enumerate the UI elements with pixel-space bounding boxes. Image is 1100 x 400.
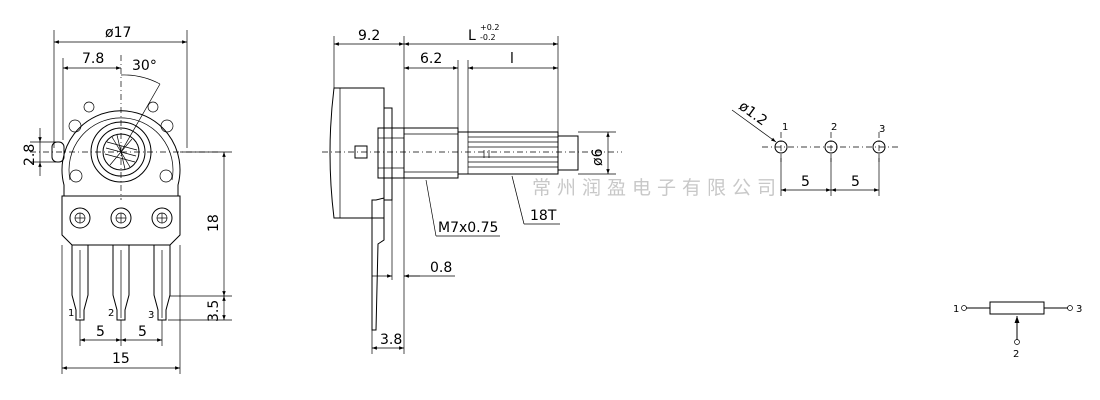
height-label: 18: [206, 214, 222, 232]
pitch-b-label: 5: [138, 324, 147, 340]
pcb-pin-3-label: 3: [879, 124, 885, 135]
rim-notch: [68, 119, 82, 133]
slot-width-label: 2.8: [22, 144, 38, 166]
side-terminal: [371, 197, 385, 331]
shaft-diameter-label: ø6: [590, 148, 606, 166]
side-detent-mark: [354, 145, 368, 159]
schematic-symbol: 1 3 2: [953, 301, 1082, 360]
knurl-length-label: l: [510, 51, 514, 67]
front-pin-3-label: 3: [148, 310, 154, 321]
angle-reference-line: [120, 83, 161, 153]
rim-notch: [147, 101, 159, 113]
rim-notch: [83, 101, 95, 113]
terminal-pins: [71, 245, 171, 321]
pcb-hole-2: [824, 140, 838, 154]
terminal-thickness-label: 0.8: [430, 260, 452, 276]
knurl-spec-label: 18T: [530, 208, 557, 224]
shaft-tip: [557, 135, 579, 171]
terminal-rivets: [69, 207, 173, 229]
front-view: 30° 1 2 3 ø17: [22, 25, 232, 374]
mounting-slot: [51, 141, 65, 163]
schematic-pin-1-label: 1: [953, 304, 959, 315]
angle-arc: [120, 74, 161, 85]
body-length-label: 9.2: [358, 28, 380, 44]
rim-notch: [159, 169, 173, 183]
tolerance-minus: -0.2: [480, 33, 496, 42]
pin-length-label: 3.5: [206, 300, 222, 322]
schematic-terminal-1: [961, 305, 967, 311]
pcb-hole-3: [872, 140, 886, 154]
schematic-terminal-3: [1067, 305, 1073, 311]
pcb-pin-1-label: 1: [782, 122, 788, 133]
rim-notch: [69, 169, 83, 183]
threaded-bushing: [404, 127, 459, 179]
knurl-leader: [511, 175, 525, 225]
housing-outline: [61, 110, 181, 197]
pcb-pitch-b-label: 5: [851, 174, 860, 190]
side-view: 9.2 L +0.2 -0.2 6.2 l ø6 M7x0.75 18T 0.8: [322, 23, 622, 354]
front-pin-1-label: 1: [68, 308, 74, 319]
mounting-bracket: [384, 107, 393, 201]
tolerance-plus: +0.2: [480, 23, 499, 32]
pcb-pin-2-label: 2: [831, 122, 837, 133]
thread-spec-label: M7x0.75: [438, 220, 498, 236]
schematic-pin-3-label: 3: [1076, 304, 1082, 315]
bushing-inner-circle: [96, 127, 146, 177]
half-width-label: 7.8: [82, 51, 104, 67]
base-width-label: 15: [112, 351, 130, 367]
overall-diameter-label: ø17: [105, 25, 131, 41]
side-housing: [329, 87, 385, 219]
company-watermark: 常州润盈电子有限公司: [532, 177, 782, 199]
front-pin-2-label: 2: [108, 308, 114, 319]
schematic-pin-2-label: 2: [1013, 349, 1019, 360]
schematic-terminal-2: [1014, 339, 1020, 345]
thread-leader: [425, 179, 437, 237]
bushing-outer-circle: [90, 121, 152, 183]
bushing-length-label: 6.2: [420, 51, 442, 67]
rim-notch: [160, 119, 174, 133]
pitch-a-label: 5: [96, 324, 105, 340]
terminal-length-label: 3.8: [380, 332, 402, 348]
knurled-shaft: [457, 131, 559, 175]
shaft-circle: [102, 133, 140, 171]
pcb-pitch-a-label: 5: [801, 174, 810, 190]
pcb-hole-1: [774, 140, 788, 154]
shaft-length-label: L: [468, 28, 476, 44]
angle-label: 30°: [132, 58, 157, 74]
housing-inner-rim: [68, 117, 174, 181]
hole-diameter-label: ø1.2: [736, 98, 770, 129]
resistor-body: [989, 301, 1045, 315]
hole-dia-leader: [731, 109, 777, 143]
mounting-nut: [377, 127, 405, 179]
